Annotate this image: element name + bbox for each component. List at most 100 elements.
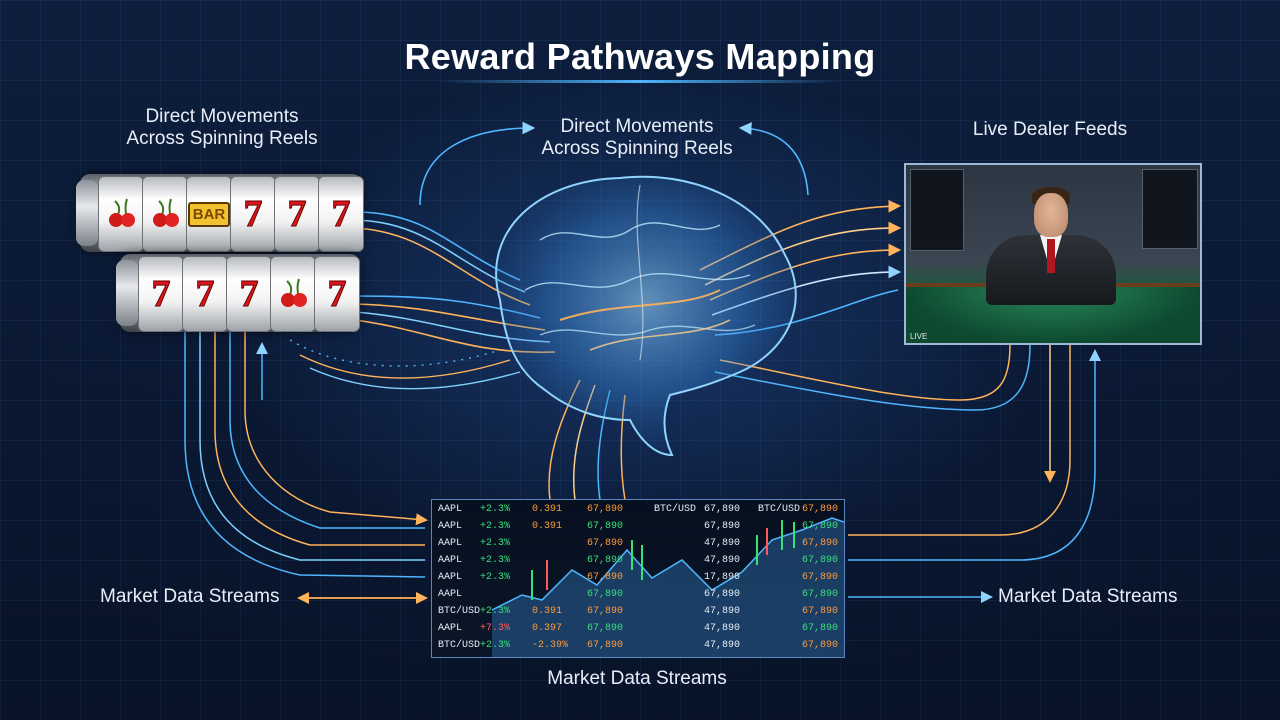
- live-dealer-panel: LIVE: [904, 163, 1202, 345]
- market-cell: 47,890: [704, 555, 741, 566]
- market-cell: 47,890: [704, 606, 741, 617]
- market-cell: +2.3%: [480, 572, 511, 583]
- flow-right-loops: [714, 344, 1101, 603]
- market-cell: AAPL: [438, 504, 463, 515]
- flow-brain-left: [289, 339, 521, 390]
- slot-reels-bottom: 7 7 7 7: [116, 254, 360, 332]
- arc-top-right: [738, 122, 809, 196]
- market-cell: AAPL: [438, 521, 463, 532]
- reel-symbol-seven: 7: [327, 273, 347, 316]
- market-cell: 67,890: [587, 555, 624, 566]
- reel: 7: [318, 176, 364, 252]
- market-cell: 47,890: [704, 640, 741, 651]
- reel-symbol-seven: 7: [287, 193, 307, 236]
- market-cell: 67,890: [802, 623, 839, 634]
- market-cell: 67,890: [802, 606, 839, 617]
- reel-symbol-seven: 7: [195, 273, 215, 316]
- label-reels-top-line2: Across Spinning Reels: [541, 138, 733, 159]
- market-cell: 67,890: [802, 589, 839, 600]
- flow-left-loops: [184, 330, 428, 604]
- label-market-left: Market Data Streams: [100, 586, 280, 607]
- reel: 7: [226, 256, 272, 332]
- market-cell: AAPL: [438, 623, 463, 634]
- market-cell: 47,890: [704, 538, 741, 549]
- reel: 7: [138, 256, 184, 332]
- market-cell: -2.39%: [532, 640, 569, 651]
- dealer-stats-right: [1142, 169, 1198, 249]
- cherry-icon: [149, 195, 181, 234]
- title-underline: [440, 80, 840, 83]
- cherry-icon: [105, 195, 137, 234]
- market-cell: 67,890: [704, 504, 741, 515]
- market-cell: 17,890: [704, 572, 741, 583]
- market-cell: 67,890: [587, 589, 624, 600]
- market-cell: AAPL: [438, 555, 463, 566]
- market-cell: 67,890: [802, 504, 839, 515]
- reel-symbol-seven: 7: [243, 193, 263, 236]
- market-cell: +2.3%: [480, 555, 511, 566]
- arc-top-left: [419, 121, 536, 206]
- market-cell: AAPL: [438, 538, 463, 549]
- market-cell: +2.3%: [480, 606, 511, 617]
- reel: 7: [182, 256, 228, 332]
- market-cell: +2.3%: [480, 504, 511, 515]
- label-market-bottom: Market Data Streams: [547, 668, 727, 689]
- label-reels-left: Direct Movements Across Spinning Reels: [112, 106, 332, 150]
- market-cell: 47,890: [704, 623, 741, 634]
- reel: 7: [230, 176, 276, 252]
- market-row: AAPL +2.3% 67,890 17,890 67,890: [432, 568, 844, 587]
- market-cell: 67,890: [802, 640, 839, 651]
- reel-symbol-bar: BAR: [187, 201, 231, 227]
- market-cell: AAPL: [438, 589, 463, 600]
- market-chart: [491, 517, 844, 657]
- dealer-tie: [1047, 239, 1055, 273]
- reel: [98, 176, 144, 252]
- dealer-head: [1034, 193, 1068, 237]
- reel: [142, 176, 188, 252]
- page-title: Reward Pathways Mapping: [404, 36, 876, 77]
- brain-illustration: [495, 175, 797, 457]
- market-cell: 67,890: [587, 623, 624, 634]
- label-reels-left-line2: Across Spinning Reels: [126, 128, 318, 149]
- market-cell: AAPL: [438, 572, 463, 583]
- market-cell: BTC/USD: [758, 504, 801, 515]
- market-cell: 67,890: [587, 572, 624, 583]
- reel-cap-left: [76, 180, 98, 246]
- reel-symbol-seven: 7: [151, 273, 171, 316]
- market-row: AAPL 67,890 67,890 67,890: [432, 585, 844, 604]
- reel-symbol-seven: 7: [239, 273, 259, 316]
- market-cell: 67,890: [587, 521, 624, 532]
- market-cell: 67,890: [802, 572, 839, 583]
- market-cell: 67,890: [802, 538, 839, 549]
- market-cell: 67,890: [704, 589, 741, 600]
- dealer-stats-left: [910, 169, 964, 251]
- reel-cap-left: [116, 260, 138, 326]
- label-reels-top-line1: Direct Movements: [560, 116, 714, 137]
- market-cell: 67,890: [587, 504, 624, 515]
- market-cell: +2.3%: [480, 521, 511, 532]
- market-cell: +2.3%: [480, 640, 511, 651]
- market-cell: 67,890: [587, 606, 624, 617]
- market-cell: 0.391: [532, 504, 563, 515]
- market-cell: 0.391: [532, 606, 563, 617]
- market-row: AAPL +2.3% 67,890 47,890 67,890: [432, 534, 844, 553]
- dealer-live-badge: LIVE: [910, 332, 928, 341]
- market-cell: 0.391: [532, 521, 563, 532]
- label-reels-left-line1: Direct Movements: [145, 106, 299, 127]
- market-row: BTC/USD+2.3% -2.39% 67,890 47,890 67,890: [432, 636, 844, 655]
- market-cell: 67,890: [587, 640, 624, 651]
- market-cell: BTC/USD: [438, 640, 481, 651]
- cherry-icon: [277, 275, 309, 314]
- label-market-right: Market Data Streams: [998, 586, 1178, 607]
- market-cell: 67,890: [587, 538, 624, 549]
- reel: 7: [274, 176, 320, 252]
- reel: [270, 256, 316, 332]
- market-cell: +2.3%: [480, 538, 511, 549]
- market-cell: BTC/USD: [654, 504, 697, 515]
